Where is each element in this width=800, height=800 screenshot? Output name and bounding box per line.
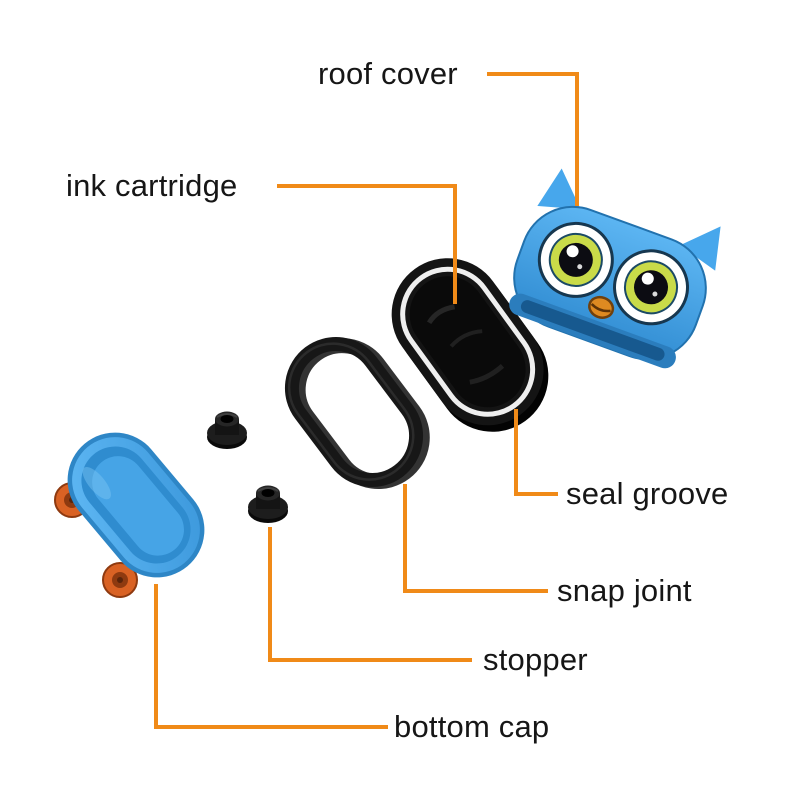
owl-eye-right-icon [613, 249, 690, 326]
owl-beak-icon [588, 295, 615, 319]
ink-cartridge-part [391, 258, 549, 432]
snap-joint-part [284, 337, 430, 490]
callout-lines [154, 72, 579, 729]
stopper-part-2 [248, 485, 288, 523]
label-bottom-cap: bottom cap [394, 709, 550, 744]
callout-roof-cover [487, 72, 579, 206]
callout-snap-joint [403, 484, 548, 593]
stamp-wheel-2 [102, 562, 138, 598]
roof-cover-part [509, 160, 727, 369]
stopper-part-1 [207, 411, 247, 449]
label-ink-cartridge: ink cartridge [66, 168, 238, 203]
label-seal-groove: seal groove [566, 476, 729, 511]
callout-seal-groove [514, 409, 558, 496]
owl-eye-left-icon [537, 221, 614, 298]
label-roof-cover: roof cover [318, 56, 458, 91]
label-stopper: stopper [483, 642, 588, 677]
bottom-cap-part [67, 432, 205, 578]
label-snap-joint: snap joint [557, 573, 692, 608]
callout-bottom-cap [154, 584, 388, 729]
callout-stopper [268, 527, 472, 662]
callout-ink-cartridge [277, 184, 457, 304]
